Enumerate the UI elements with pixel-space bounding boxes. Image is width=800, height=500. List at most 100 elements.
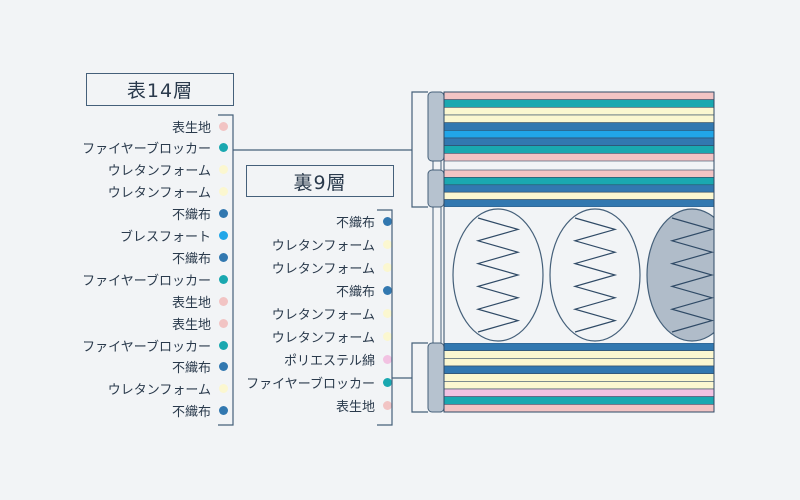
layer-color-dot [383, 239, 392, 249]
layer-label: ファイヤーブロッカー [82, 142, 211, 158]
layer-stripe [443, 404, 715, 413]
layer-color-dot [383, 285, 392, 295]
layer-stripe [443, 342, 715, 351]
layer-label: 不織布 [335, 284, 375, 300]
layer-item: ファイヤーブロッカー [82, 137, 228, 159]
layer-item: ウレタンフォーム [272, 302, 392, 324]
layer-stripe [443, 350, 715, 359]
front-layers-title: 表14層 [86, 73, 234, 106]
layer-color-dot [219, 340, 228, 350]
layer-label: 不織布 [171, 251, 211, 267]
layer-color-dot [219, 143, 228, 153]
layer-stripe [443, 199, 715, 208]
layer-stripe [443, 358, 715, 367]
layer-stripe [443, 114, 715, 123]
layer-item: ウレタンフォーム [108, 378, 228, 400]
layer-label: 不織布 [171, 405, 211, 421]
layer-stripe [443, 169, 715, 178]
layer-item: 不織布 [172, 356, 228, 378]
layer-item: ブレスフォート [120, 225, 228, 247]
layer-color-dot [219, 165, 228, 175]
layer-label: ファイヤーブロッカー [82, 273, 211, 289]
layer-label: ウレタンフォーム [107, 383, 211, 399]
layer-stripe [443, 145, 715, 154]
layer-color-dot [383, 378, 392, 388]
coil-spring [669, 217, 714, 333]
layer-item: 不織布 [336, 279, 392, 301]
layer-item: ウレタンフォーム [108, 181, 228, 203]
layer-label: ブレスフォート [119, 230, 211, 245]
layer-color-dot [219, 296, 228, 306]
layer-color-dot [219, 318, 228, 328]
layer-label: ファイヤーブロッカー [82, 339, 211, 355]
layer-stripe [443, 191, 715, 200]
layer-stripe [443, 130, 715, 139]
layer-stripe [443, 365, 715, 374]
layer-label: 不織布 [171, 361, 211, 377]
layer-label: ウレタンフォーム [271, 307, 375, 323]
layer-item: ファイヤーブロッカー [82, 334, 228, 356]
coil-spring [572, 217, 618, 333]
layer-item: ファイヤーブロッカー [82, 268, 228, 290]
mattress-outline [443, 91, 715, 413]
layer-label: ポリエステル綿 [283, 354, 375, 370]
layer-color-dot [383, 308, 392, 318]
back-layers-title: 裏9層 [246, 165, 394, 197]
layer-item: 表生地 [172, 312, 228, 334]
spring-pocket [646, 208, 714, 342]
layer-stripe [443, 122, 715, 131]
layer-color-dot [219, 274, 228, 284]
top-bracket [411, 91, 428, 208]
layer-label: 表生地 [171, 317, 211, 333]
front-layer-list: 表生地ファイヤーブロッカーウレタンフォームウレタンフォーム不織布ブレスフォート不… [60, 115, 228, 425]
layer-item: 不織布 [172, 203, 228, 225]
layer-item: 表生地 [172, 290, 228, 312]
layer-stripe [443, 107, 715, 116]
layer-label: ウレタンフォーム [271, 261, 375, 277]
layer-item: 不織布 [172, 246, 228, 268]
mid-side-tab [427, 169, 445, 208]
layer-stripe [443, 184, 715, 193]
spring-pocket [452, 208, 544, 342]
back-layer-list: 不織布ウレタンフォームウレタンフォーム不織布ウレタンフォームウレタンフォームポリ… [230, 210, 392, 425]
layer-label: 不織布 [335, 215, 375, 231]
layer-label: 不織布 [171, 208, 211, 224]
pocket-springs [452, 208, 714, 342]
layer-color-dot [219, 121, 228, 131]
layer-item: 表生地 [172, 115, 228, 137]
layer-label: ウレタンフォーム [271, 331, 375, 346]
layer-color-dot [219, 209, 228, 219]
layer-stripe [443, 91, 715, 100]
layer-label: ウレタンフォーム [271, 238, 375, 254]
layer-color-dot [383, 216, 392, 226]
layer-item: 不織布 [336, 210, 392, 232]
layer-label: 表生地 [171, 120, 211, 136]
layer-stripe [443, 373, 715, 382]
layer-color-dot [219, 406, 228, 416]
layer-stripe [443, 388, 715, 397]
layer-stripe [443, 396, 715, 405]
layer-item: ファイヤーブロッカー [246, 372, 392, 394]
layer-item: 不織布 [172, 400, 228, 422]
layer-color-dot [219, 231, 228, 240]
layer-color-dot [383, 332, 392, 341]
layer-stripe [443, 137, 715, 146]
layer-stripe [443, 381, 715, 390]
layer-item: ウレタンフォーム [272, 233, 392, 255]
layer-label: 表生地 [335, 400, 375, 416]
coil-spring [475, 217, 521, 333]
layer-item: ウレタンフォーム [108, 159, 228, 181]
layer-item: ウレタンフォーム [272, 326, 392, 348]
layer-color-dot [219, 362, 228, 372]
layer-label: ファイヤーブロッカー [246, 377, 375, 393]
layer-stripe [443, 153, 715, 162]
top-side-tab [427, 91, 445, 162]
layer-color-dot [383, 355, 392, 365]
back-list-bracket [377, 209, 393, 426]
layer-color-dot [383, 401, 392, 411]
layer-color-dot [219, 252, 228, 262]
layer-label: 表生地 [171, 295, 211, 311]
layer-color-dot [219, 384, 228, 394]
layer-color-dot [219, 187, 228, 197]
